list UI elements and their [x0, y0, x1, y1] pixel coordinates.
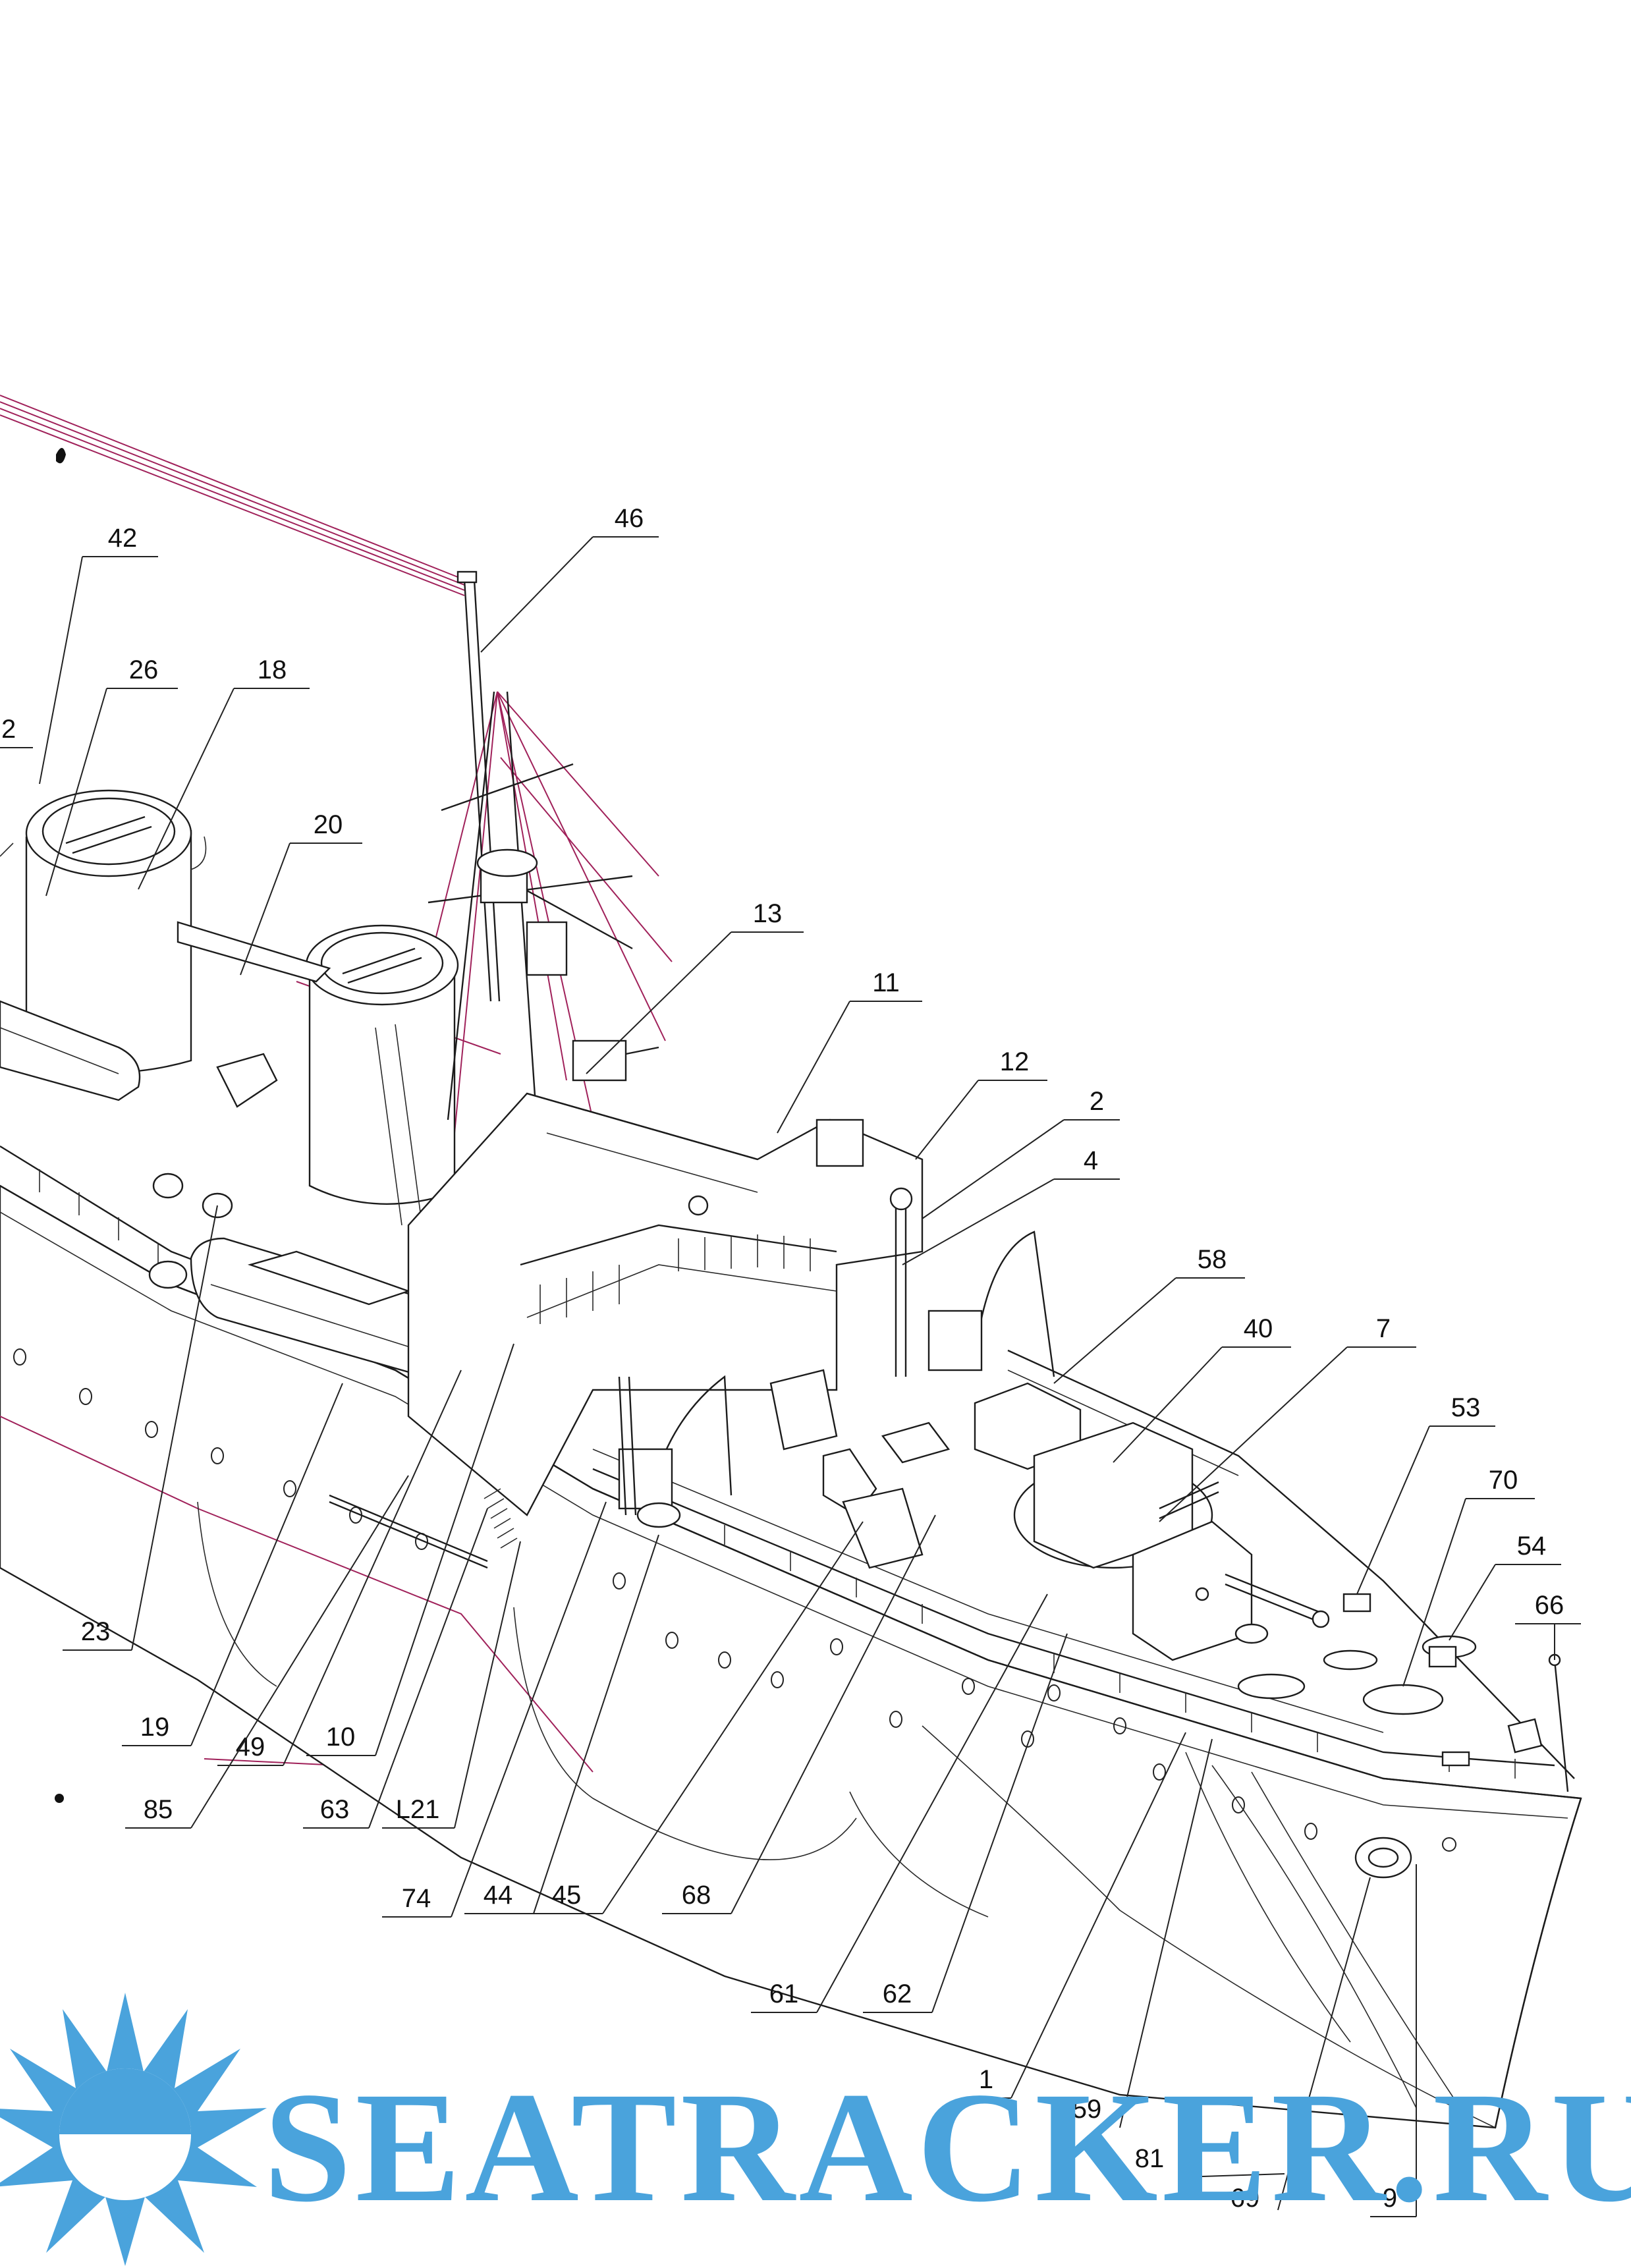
callout-63: 63 — [303, 1508, 488, 1829]
callout-42: 42 — [39, 524, 158, 785]
callout-L21: L21 — [382, 1541, 521, 1829]
svg-text:20: 20 — [314, 810, 343, 839]
callout-66: 66 — [1515, 1591, 1581, 1660]
svg-text:19: 19 — [140, 1713, 170, 1742]
svg-text:66: 66 — [1535, 1591, 1564, 1620]
svg-text:61: 61 — [769, 1979, 799, 2008]
callout-53: 53 — [1356, 1393, 1495, 1595]
callout-11: 11 — [777, 968, 922, 1134]
portholes — [13, 1348, 1317, 1840]
watermark: SEATRACKER.RU — [0, 1993, 1631, 2266]
callout-58: 58 — [1053, 1245, 1245, 1384]
svg-text:70: 70 — [1489, 1466, 1518, 1495]
callout-62: 62 — [863, 1633, 1068, 2013]
sun-icon — [0, 1993, 267, 2266]
boat-davits-left — [0, 921, 331, 1101]
svg-text:1: 1 — [979, 2065, 993, 2094]
svg-text:4: 4 — [1084, 1146, 1098, 1175]
callout-13: 13 — [586, 899, 804, 1074]
callout-61: 61 — [751, 1593, 1048, 2013]
svg-text:2: 2 — [1, 715, 16, 744]
svg-text:23: 23 — [81, 1617, 111, 1646]
svg-text:62: 62 — [883, 1979, 912, 2008]
svg-text:49: 49 — [236, 1732, 265, 1761]
ink-speck — [56, 448, 66, 464]
svg-text:13: 13 — [753, 899, 783, 928]
svg-text:59: 59 — [1072, 2095, 1102, 2124]
svg-text:SEATRACKER.RU: SEATRACKER.RU — [263, 2059, 1631, 2234]
funnel-aft — [305, 924, 459, 1226]
callout-74: 74 — [382, 1501, 607, 1918]
forecastle-fittings — [1234, 1593, 1569, 1792]
callout-7: 7 — [1159, 1314, 1416, 1522]
svg-text:9: 9 — [1383, 2184, 1397, 2213]
svg-text:11: 11 — [872, 968, 900, 997]
ink-speck — [55, 1794, 64, 1803]
callout-19: 19 — [122, 1383, 343, 1746]
callout-46: 46 — [480, 504, 659, 653]
svg-text:40: 40 — [1244, 1314, 1273, 1343]
callout-54: 54 — [1449, 1532, 1561, 1641]
callout-9: 9 — [1370, 1864, 1417, 2217]
funnel-forward — [0, 789, 207, 1073]
callout-69: 69 — [1230, 1877, 1371, 2213]
svg-text:12: 12 — [1000, 1047, 1030, 1076]
ventilators — [148, 1053, 278, 1289]
svg-text:18: 18 — [258, 655, 287, 684]
callout-2-partial: 2 — [0, 715, 33, 748]
svg-text:85: 85 — [144, 1795, 173, 1824]
callout-49: 49 — [217, 1369, 462, 1766]
callout-40: 40 — [1113, 1314, 1291, 1463]
svg-text:7: 7 — [1376, 1314, 1391, 1343]
callout-68: 68 — [662, 1514, 936, 1914]
mast — [428, 570, 633, 1173]
hawse-pipe — [1354, 1837, 1412, 1879]
callout-45: 45 — [534, 1521, 864, 1914]
callout-85: 85 — [125, 1475, 409, 1829]
cranes — [618, 1231, 1055, 1528]
callout-26: 26 — [45, 655, 178, 897]
callout-1: 1 — [968, 1732, 1186, 2099]
svg-text:2: 2 — [1090, 1087, 1104, 1116]
svg-text:42: 42 — [108, 524, 138, 553]
callouts: 46 42 26 18 20 13 11 — [0, 504, 1581, 2217]
callout-2: 2 — [922, 1087, 1120, 1219]
bridge — [407, 1039, 924, 1516]
svg-text:46: 46 — [615, 504, 644, 533]
svg-text:53: 53 — [1451, 1393, 1481, 1422]
svg-text:L21: L21 — [396, 1795, 440, 1824]
callout-18: 18 — [138, 655, 310, 890]
callout-4: 4 — [902, 1146, 1120, 1265]
svg-text:26: 26 — [129, 655, 159, 684]
svg-text:68: 68 — [682, 1881, 711, 1910]
svg-text:44: 44 — [484, 1881, 513, 1910]
deck-boxes — [769, 1369, 951, 1569]
ladders-aft — [329, 1488, 518, 1569]
callout-81: 81 — [1135, 2144, 1285, 2178]
callout-70: 70 — [1402, 1466, 1535, 1687]
svg-text:81: 81 — [1135, 2144, 1165, 2173]
svg-text:69: 69 — [1230, 2184, 1260, 2213]
svg-text:54: 54 — [1517, 1532, 1547, 1561]
callout-23: 23 — [63, 1205, 218, 1651]
svg-text:63: 63 — [320, 1795, 350, 1824]
svg-text:45: 45 — [552, 1881, 582, 1910]
callout-10: 10 — [306, 1343, 514, 1756]
svg-text:10: 10 — [326, 1723, 356, 1752]
svg-text:74: 74 — [402, 1884, 431, 1913]
callout-59: 59 — [1072, 1738, 1213, 2128]
callout-20: 20 — [240, 810, 362, 976]
callout-44: 44 — [464, 1534, 659, 1914]
gun-mount-a — [1132, 1520, 1330, 1661]
callout-12: 12 — [915, 1047, 1047, 1160]
svg-text:58: 58 — [1198, 1245, 1227, 1274]
gun-mount-b — [974, 1382, 1219, 1569]
